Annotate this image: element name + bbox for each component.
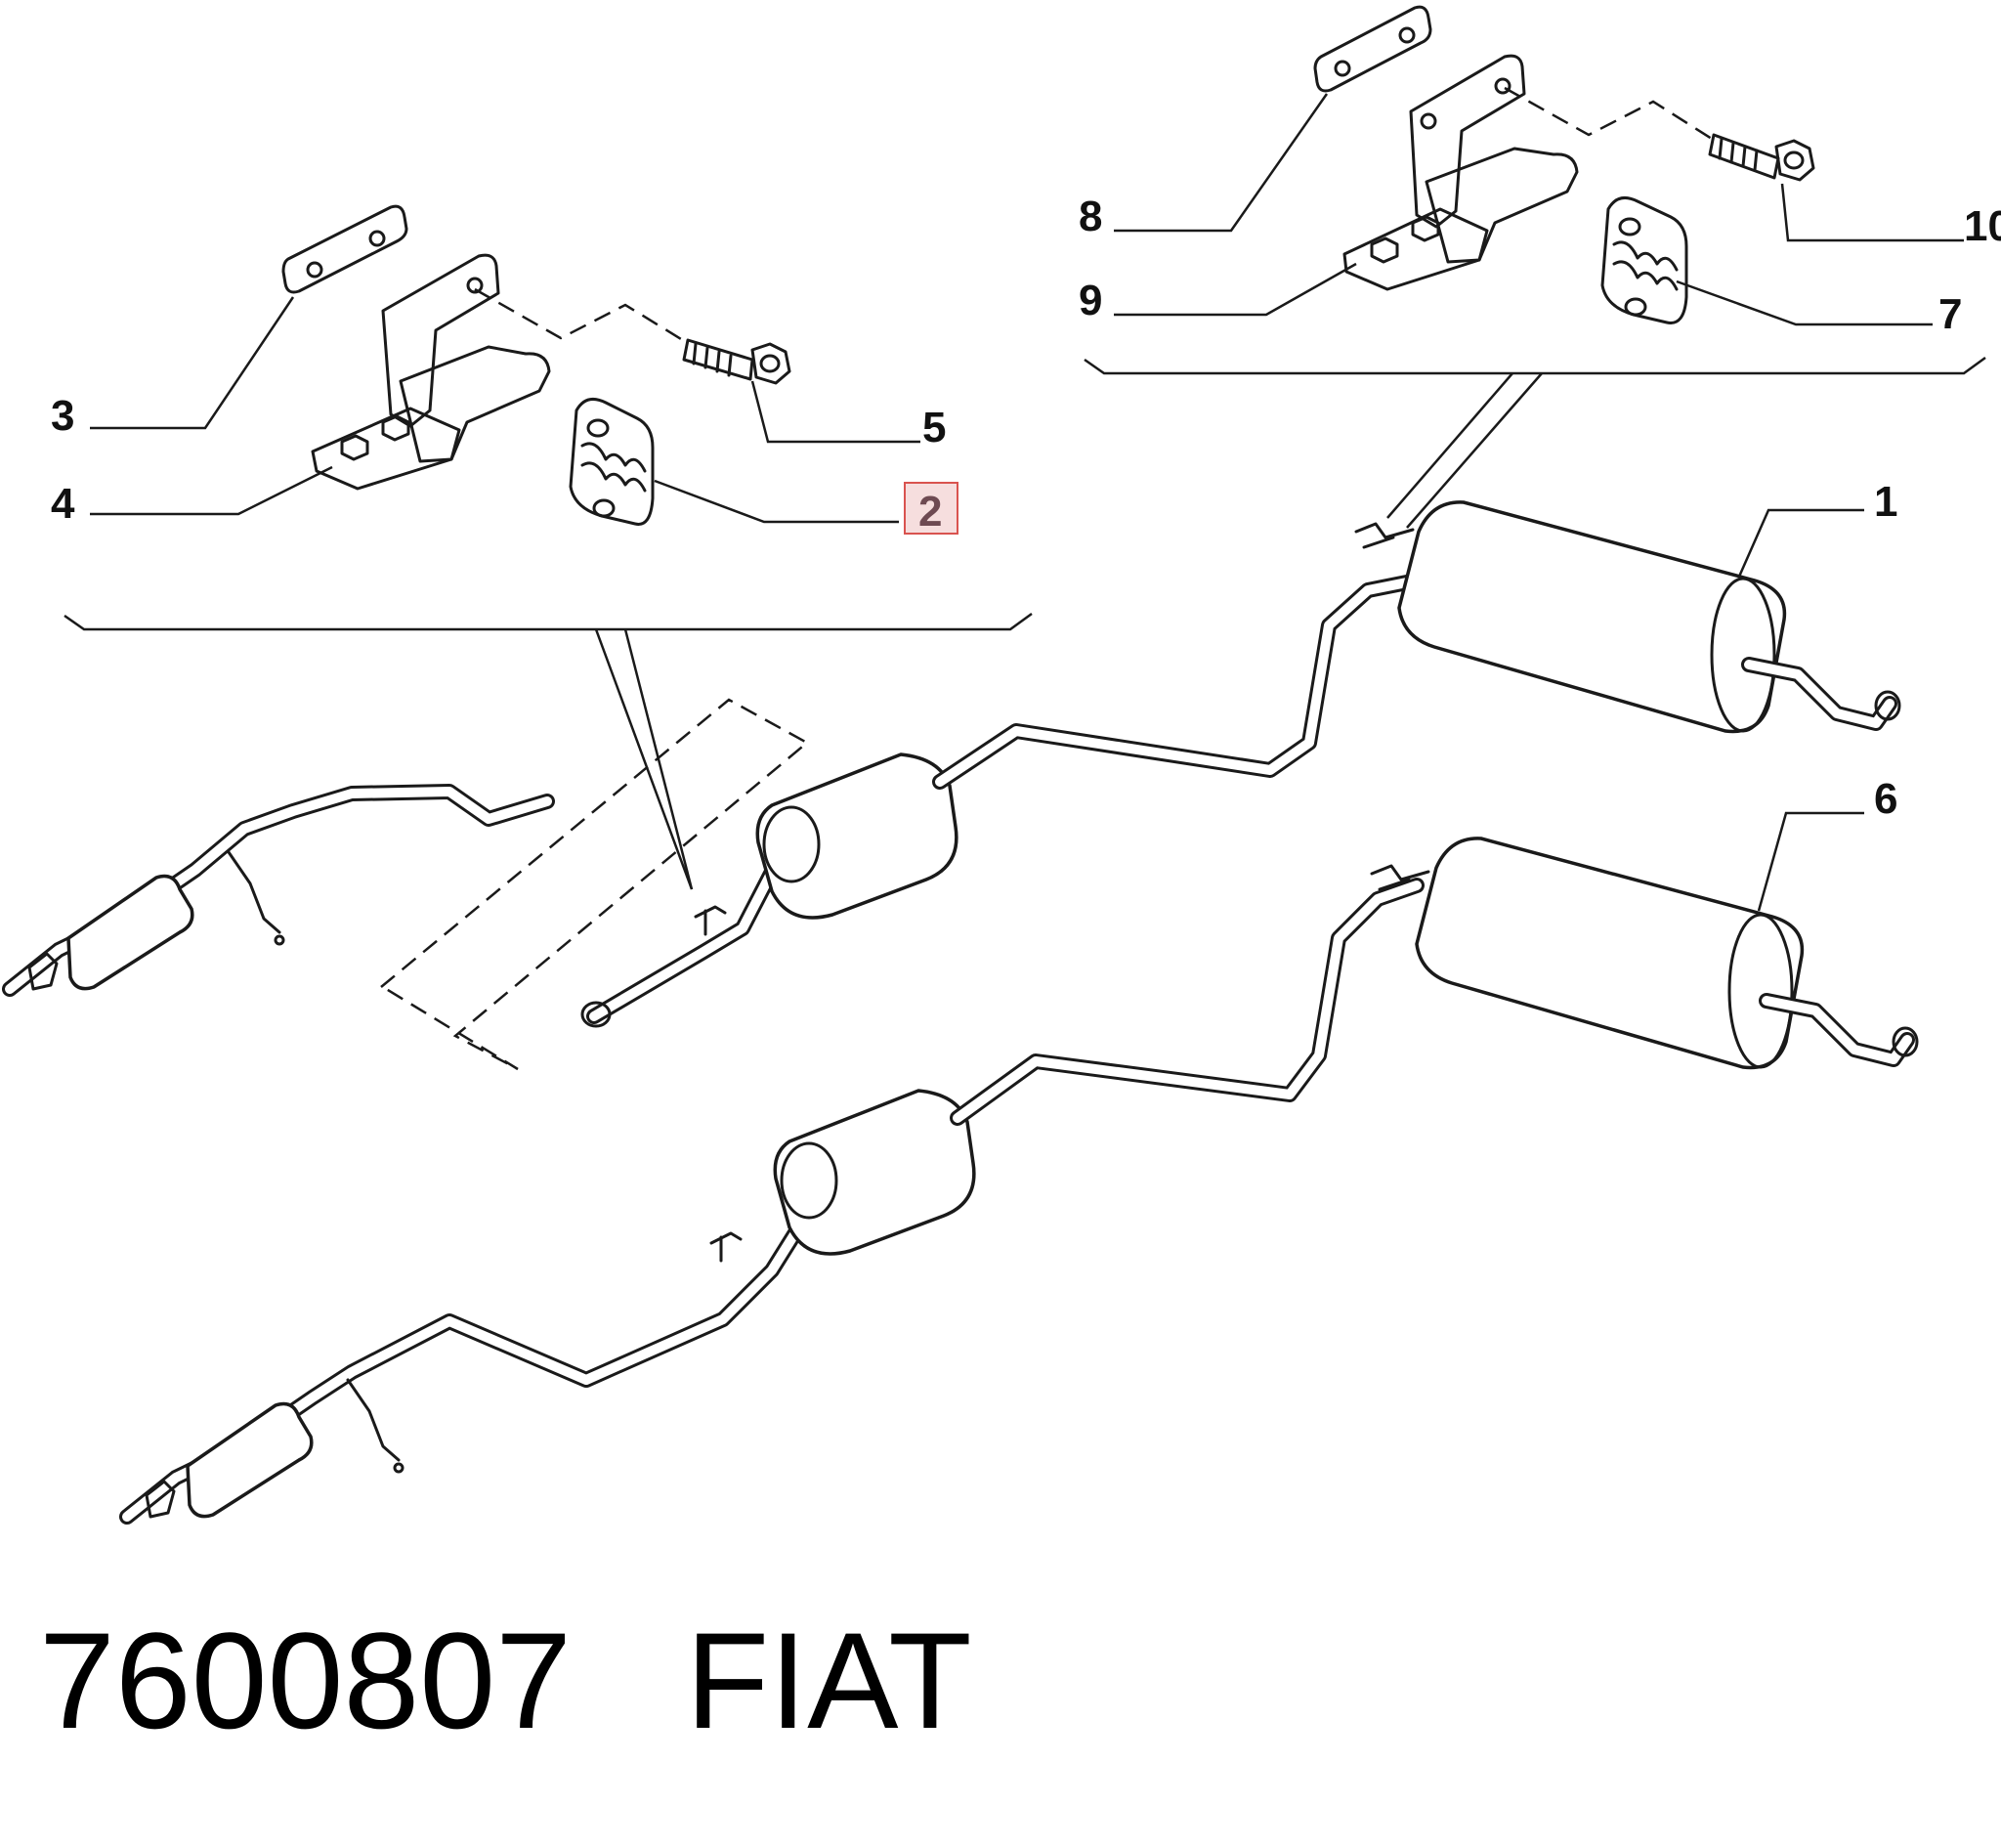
leader-lines xyxy=(90,93,1964,912)
part-caption: 7600807 FIAT xyxy=(39,1612,972,1749)
callout-10: 10 xyxy=(1964,202,2001,250)
bracket-part-4 xyxy=(311,253,551,491)
brand-name: FIAT xyxy=(685,1604,972,1757)
rubber-hanger-part-2 xyxy=(569,397,655,526)
detail-group-right xyxy=(1084,5,1986,529)
plate-part-8 xyxy=(1313,5,1432,93)
part-number: 7600807 xyxy=(39,1604,573,1757)
callout-5: 5 xyxy=(922,404,946,451)
callout-2: 2 xyxy=(918,488,942,536)
callout-4: 4 xyxy=(51,480,75,528)
rubber-hanger-part-7 xyxy=(1600,195,1688,324)
exhaust-assembly-lower xyxy=(119,837,1919,1525)
callout-3: 3 xyxy=(51,392,74,440)
callout-9: 9 xyxy=(1079,277,1102,324)
callout-6: 6 xyxy=(1874,775,1897,823)
callout-1: 1 xyxy=(1874,478,1897,526)
detail-group-left xyxy=(64,204,1033,890)
callout-labels: 1 2 3 4 5 6 7 8 9 10 xyxy=(51,193,2001,823)
callout-7: 7 xyxy=(1938,290,1962,338)
callout-2-highlight xyxy=(904,482,958,535)
plate-part-3 xyxy=(281,204,408,294)
exhaust-assembly-upper xyxy=(2,500,1901,1071)
bolt-part-10 xyxy=(1708,133,1815,182)
callout-8: 8 xyxy=(1079,193,1102,240)
bracket-part-9 xyxy=(1342,54,1579,291)
bolt-part-5 xyxy=(682,338,791,385)
